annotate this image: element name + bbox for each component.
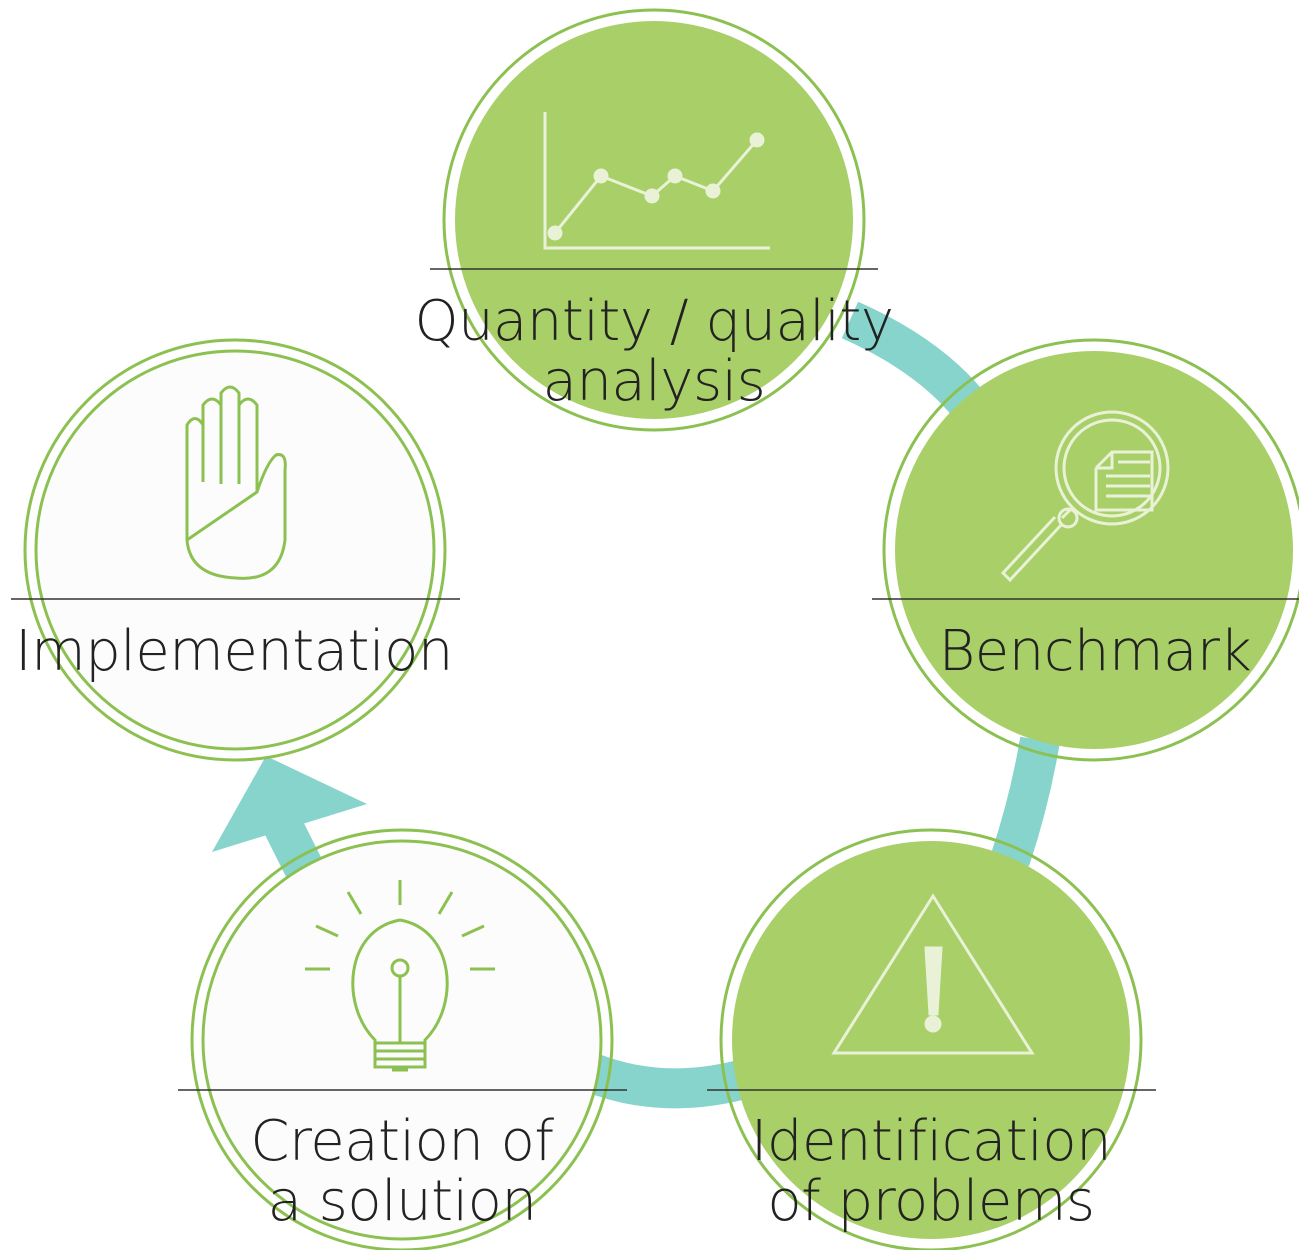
- circle-fill-white: [201, 839, 603, 1241]
- label-line: Creation of: [250, 1109, 554, 1174]
- circle-fill: [732, 841, 1130, 1239]
- label-rules: [11, 268, 1299, 1091]
- light-bulb-icon: [305, 880, 495, 1072]
- step-circle-quantity: [442, 8, 866, 432]
- circle-outer-ring: [23, 338, 447, 762]
- circle-outer-ring: [190, 828, 614, 1250]
- line-chart-icon: [543, 112, 770, 250]
- step-circle-problems: [719, 828, 1143, 1250]
- label-line: Benchmark: [938, 619, 1252, 684]
- step-label-solution: Creation of a solution: [177, 1112, 627, 1232]
- circle-fill: [895, 351, 1293, 749]
- circle-fill-white: [34, 349, 436, 751]
- label-line: a solution: [267, 1169, 537, 1234]
- label-line: Quantity / quality: [414, 289, 894, 354]
- circle-outer-ring: [442, 8, 866, 432]
- step-circle-solution: [190, 828, 614, 1250]
- magnifier-document-icon: [1000, 410, 1170, 583]
- circle-fill: [455, 21, 853, 419]
- step-label-benchmark: Benchmark: [900, 622, 1290, 682]
- circle-outer-ring: [719, 828, 1143, 1250]
- step-label-quantity: Quantity / quality analysis: [404, 292, 904, 412]
- label-line: Implementation: [15, 619, 453, 684]
- label-line: Identification: [750, 1109, 1112, 1174]
- raised-hand-icon: [185, 385, 287, 580]
- warning-triangle-icon: [831, 893, 1035, 1055]
- circle-outer-ring: [882, 338, 1299, 762]
- arrowhead-implementation: [212, 756, 367, 852]
- step-label-problems: Identification of problems: [706, 1112, 1156, 1232]
- label-line: of problems: [767, 1169, 1095, 1234]
- step-label-implementation: Implementation: [4, 622, 464, 682]
- arrow-benchmark-to-problems: [991, 736, 1060, 867]
- arrow-problems-to-solution: [582, 1053, 745, 1109]
- step-circle-implementation: [23, 338, 447, 762]
- step-circle-benchmark: [882, 338, 1299, 762]
- label-line: analysis: [542, 349, 766, 414]
